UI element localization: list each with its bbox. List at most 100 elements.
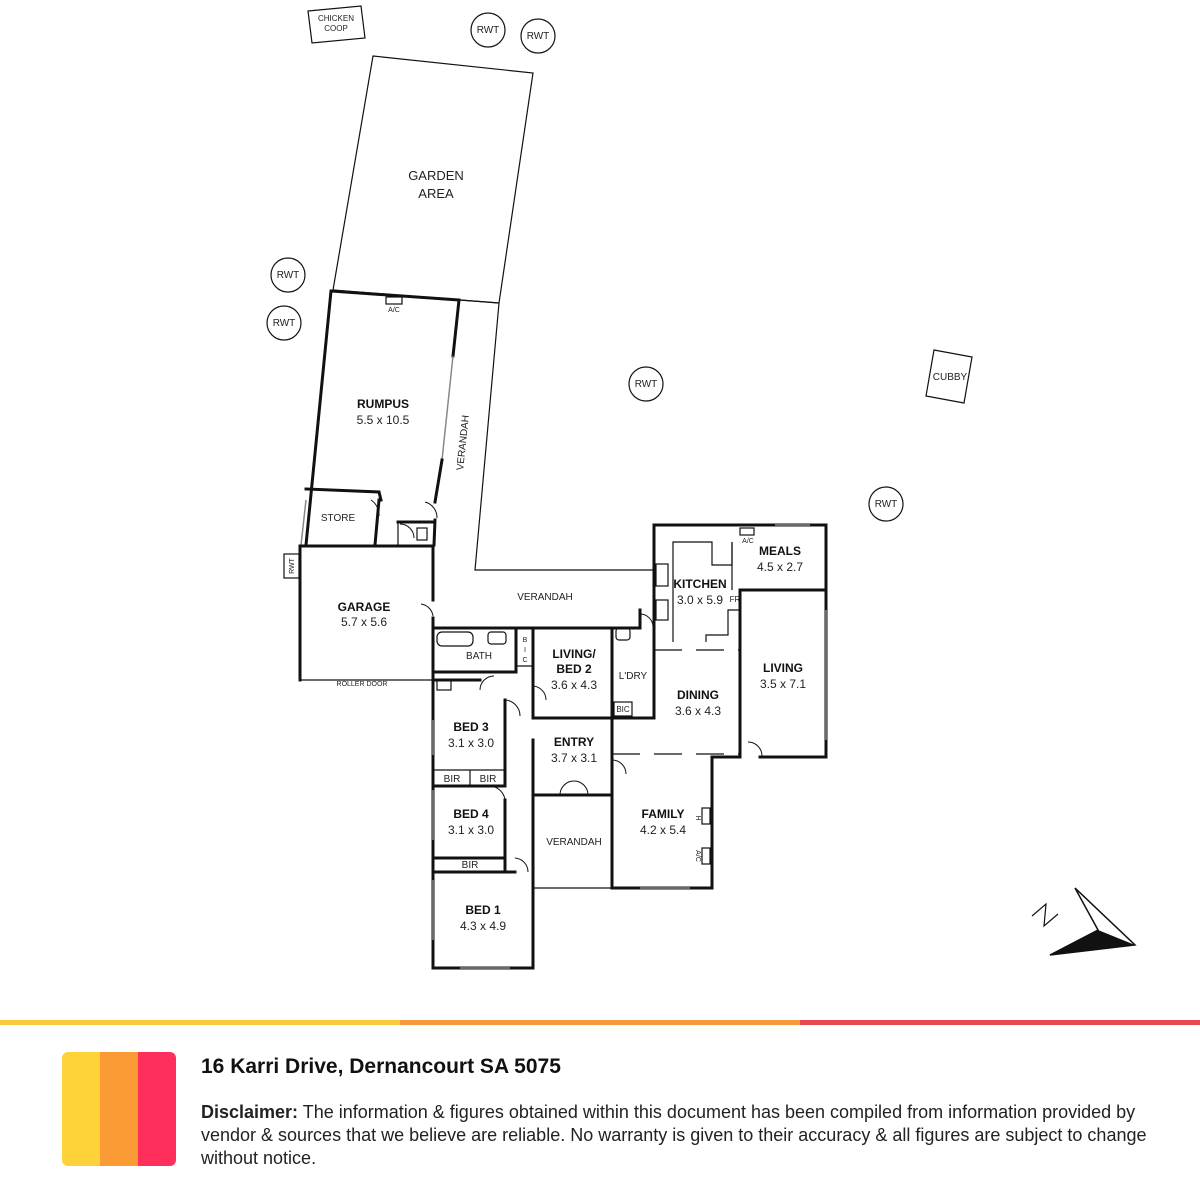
living-dims: 3.5 x 7.1 <box>760 677 806 691</box>
front-verandah: VERANDAH <box>533 837 612 889</box>
bar-segment-red <box>800 1020 1200 1025</box>
bed1-name: BED 1 <box>465 903 501 917</box>
rainwater-tank: RWT <box>470 12 506 48</box>
bic-closet: B I C <box>516 626 535 720</box>
kitchen-dims: 3.0 x 5.9 <box>677 593 723 607</box>
laundry-room: L'DRY BIC <box>610 613 656 720</box>
bar-segment-orange <box>400 1020 800 1025</box>
ac-label: A/C <box>742 538 754 545</box>
door-arc <box>424 501 438 519</box>
garage-dims: 5.7 x 5.6 <box>341 615 387 629</box>
living-room: LIVING 3.5 x 7.1 <box>738 588 806 759</box>
family-dims: 4.2 x 5.4 <box>640 823 686 837</box>
ac-label: A/C <box>388 307 400 314</box>
verandah-side-label: VERANDAH <box>455 415 472 471</box>
living-bed2-room: LIVING/ BED 2 3.6 x 4.3 <box>531 626 614 720</box>
chicken-coop: CHICKEN COOP <box>307 5 366 44</box>
footer-color-bar <box>0 1020 1200 1025</box>
entry-name: ENTRY <box>554 735 594 749</box>
cubby-label: CUBBY <box>933 372 968 383</box>
meals-room: A/C MEALS 4.5 x 2.7 <box>739 527 803 574</box>
bath-room: BATH <box>431 626 518 691</box>
bir-a-label: BIR <box>444 774 461 785</box>
dining-dims: 3.6 x 4.3 <box>675 704 721 718</box>
rumpus-room: A/C RUMPUS 5.5 x 10.5 <box>300 289 461 547</box>
rwt-label: RWT <box>273 318 296 329</box>
bar-segment-yellow <box>0 1020 400 1025</box>
property-address: 16 Karri Drive, Dernancourt SA 5075 <box>201 1055 561 1078</box>
dining-room: DINING 3.6 x 4.3 <box>612 649 740 755</box>
entry-room: ENTRY 3.7 x 3.1 <box>531 716 627 890</box>
garage-name: GARAGE <box>338 600 391 614</box>
bed1-dims: 4.3 x 4.9 <box>460 919 506 933</box>
entry-dims: 3.7 x 3.1 <box>551 751 597 765</box>
disclaimer-text: The information & figures obtained withi… <box>201 1102 1147 1168</box>
chicken-coop-label-1: CHICKEN <box>318 14 354 23</box>
dining-name: DINING <box>677 688 719 702</box>
brand-logo <box>62 1052 176 1166</box>
bed1-room: BED 1 4.3 x 4.9 <box>460 857 529 933</box>
kitchen-room: FR KITCHEN 3.0 x 5.9 <box>655 541 828 642</box>
bir-c-label: BIR <box>462 860 479 871</box>
logo-stripe-pink <box>138 1052 176 1166</box>
garden-area-label-2: AREA <box>418 186 454 201</box>
rwt-label: RWT <box>477 25 500 36</box>
living-bed2-name-1: LIVING/ <box>552 647 596 661</box>
store-room: STORE <box>304 487 436 547</box>
verandah-top-edge <box>458 299 500 304</box>
bir-b-label: BIR <box>480 774 497 785</box>
logo-stripe-orange <box>100 1052 138 1166</box>
bed4-room: BED 4 3.1 x 3.0 BIR <box>431 785 517 874</box>
rainwater-tank: RWT <box>628 366 664 402</box>
fridge-label: FR <box>730 595 741 604</box>
toilet-icon <box>416 527 428 541</box>
cubby: CUBBY <box>925 349 973 404</box>
rainwater-tank: RWT <box>266 305 302 341</box>
store-name: STORE <box>321 513 356 524</box>
garden-area: GARDEN AREA <box>332 55 534 304</box>
disclaimer-label: Disclaimer: <box>201 1102 299 1122</box>
bic-letter-b: B <box>523 637 528 644</box>
living-bed2-dims: 3.6 x 4.3 <box>551 678 597 692</box>
rwt-label: RWT <box>289 557 296 574</box>
door-arc <box>399 523 415 539</box>
garden-area-label-1: GARDEN <box>408 168 464 183</box>
bic-letter-c: C <box>522 657 527 664</box>
rainwater-tank: RWT <box>520 18 556 54</box>
north-arrow-icon <box>1031 887 1137 956</box>
family-name: FAMILY <box>642 807 685 821</box>
verandah-front-label: VERANDAH <box>546 837 602 848</box>
meals-name: MEALS <box>759 544 801 558</box>
rainwater-tank: RWT <box>270 257 306 293</box>
heater-label: H <box>694 815 701 820</box>
verandah-outline <box>474 302 654 571</box>
bic-label: BIC <box>616 705 630 714</box>
rwt-label: RWT <box>635 379 658 390</box>
ac-label: A/C <box>694 850 701 862</box>
bed3-name: BED 3 <box>453 720 489 734</box>
bic-letter-i: I <box>524 647 526 654</box>
bath-name: BATH <box>466 651 492 662</box>
rwt-label: RWT <box>527 31 550 42</box>
rumpus-dims: 5.5 x 10.5 <box>357 413 410 427</box>
roller-door-label: ROLLER DOOR <box>337 681 388 688</box>
bed3-dims: 3.1 x 3.0 <box>448 736 494 750</box>
family-room: H A/C FAMILY 4.2 x 5.4 <box>640 807 711 865</box>
living-name: LIVING <box>763 661 803 675</box>
rainwater-tank: RWT <box>283 553 300 579</box>
meals-dims: 4.5 x 2.7 <box>757 560 803 574</box>
rwt-label: RWT <box>875 499 898 510</box>
disclaimer: Disclaimer: The information & figures ob… <box>201 1101 1181 1170</box>
chicken-coop-label-2: COOP <box>324 24 348 33</box>
bed4-dims: 3.1 x 3.0 <box>448 823 494 837</box>
garage-room: GARAGE 5.7 x 5.6 ROLLER DOOR <box>298 544 435 688</box>
floor-plan: CHICKEN COOP RWT RWT RWT RWT RWT RWT RWT… <box>266 5 1137 970</box>
living-bed2-name-2: BED 2 <box>556 662 592 676</box>
verandah-main-label: VERANDAH <box>517 592 573 603</box>
kitchen-name: KITCHEN <box>673 577 726 591</box>
laundry-name: L'DRY <box>619 671 648 682</box>
rainwater-tank: RWT <box>868 486 904 522</box>
rwt-label: RWT <box>277 270 300 281</box>
bed3-room: BED 3 3.1 x 3.0 BIR BIR <box>431 698 521 788</box>
